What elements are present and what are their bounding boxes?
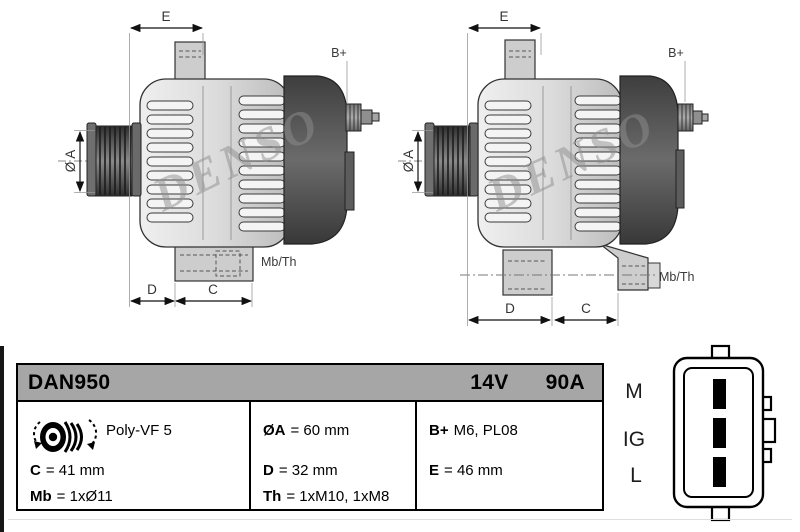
dimension-d-c: D C (467, 293, 619, 326)
rear-housing (283, 75, 355, 245)
rear-housing (619, 75, 685, 245)
alternator-drawing-right: E B+ Ø A D C Mb/Th DENSO (398, 9, 709, 326)
connector-outline (672, 344, 777, 522)
dimension-e: E (129, 9, 204, 307)
b-plus-label: B+ (331, 46, 347, 60)
spec-cell-pulley-type: Poly-VF 5 (18, 402, 249, 458)
mount-lug-bottom-left (502, 249, 553, 296)
dim-d-label: D (147, 282, 157, 297)
spec-cell-th: Th = 1xM10, 1xM8 (249, 483, 415, 509)
alternator-drawing-left: E B+ Ø A D C Mb/Th DENSO (58, 9, 380, 307)
dim-e-label: E (499, 9, 508, 24)
amperage-value: 90A (545, 370, 585, 394)
dimension-oa: Ø A (401, 130, 433, 193)
b-plus-terminal (677, 103, 709, 132)
dim-d-label: D (505, 301, 515, 316)
b-plus-label: B+ (668, 46, 684, 60)
spec-cell-c: C = 41 mm (30, 462, 105, 480)
spec-cell-oa: ØA = 60 mm (249, 402, 415, 458)
dim-oa-label: Ø A (63, 150, 78, 173)
spec-cell-d: D = 32 mm (249, 458, 415, 484)
page-edge-strip (0, 346, 4, 532)
spec-table: DAN950 14V 90A Poly-VF 5 (16, 363, 604, 511)
dimension-oa: Ø A (63, 130, 95, 193)
b-plus-terminal (345, 103, 380, 132)
dim-e-label: E (161, 9, 170, 24)
connector-diagram: M IG L (623, 344, 777, 522)
footer-divider-line (8, 519, 792, 520)
spec-cell-empty (415, 483, 602, 509)
mbth-label: Mb/Th (261, 255, 296, 269)
mount-lug-top (504, 39, 536, 83)
pulley-icon (33, 419, 98, 453)
dim-c-label: C (208, 282, 218, 297)
pin-label-l: L (630, 464, 642, 487)
mount-lug-bottom (174, 243, 254, 282)
pulley (58, 122, 142, 197)
dimension-b-plus: B+ (668, 46, 686, 102)
part-code: DAN950 (28, 370, 111, 394)
voltage-value: 14V (470, 370, 509, 394)
mount-lug-bottom-right (599, 243, 661, 291)
dimension-b-plus: B+ (331, 46, 348, 103)
pulley (398, 122, 479, 197)
spec-cell-mb: Mb = 1xØ11 (30, 487, 113, 505)
pin-label-m: M (625, 380, 643, 403)
mbth-label: Mb/Th (659, 270, 694, 284)
spec-cell-e: E = 46 mm (415, 458, 602, 484)
dimension-d-c: D C (129, 282, 253, 307)
spec-table-body: Poly-VF 5 ØA = 60 mm B+ M6, PL08 C = 41 … (18, 402, 602, 509)
pin-label-ig: IG (623, 428, 645, 451)
dimension-e: E (467, 9, 542, 326)
spec-cell-bplus: B+ M6, PL08 (415, 402, 602, 458)
spec-table-header: DAN950 14V 90A (18, 365, 602, 402)
dim-oa-label: Ø A (401, 150, 416, 173)
mount-lug-top (174, 41, 206, 83)
dim-c-label: C (581, 301, 591, 316)
technical-drawings: E B+ Ø A D C Mb/Th DENSO (58, 9, 709, 326)
pulley-type-value: Poly-VF 5 (106, 421, 172, 439)
connector-pins (713, 379, 726, 487)
